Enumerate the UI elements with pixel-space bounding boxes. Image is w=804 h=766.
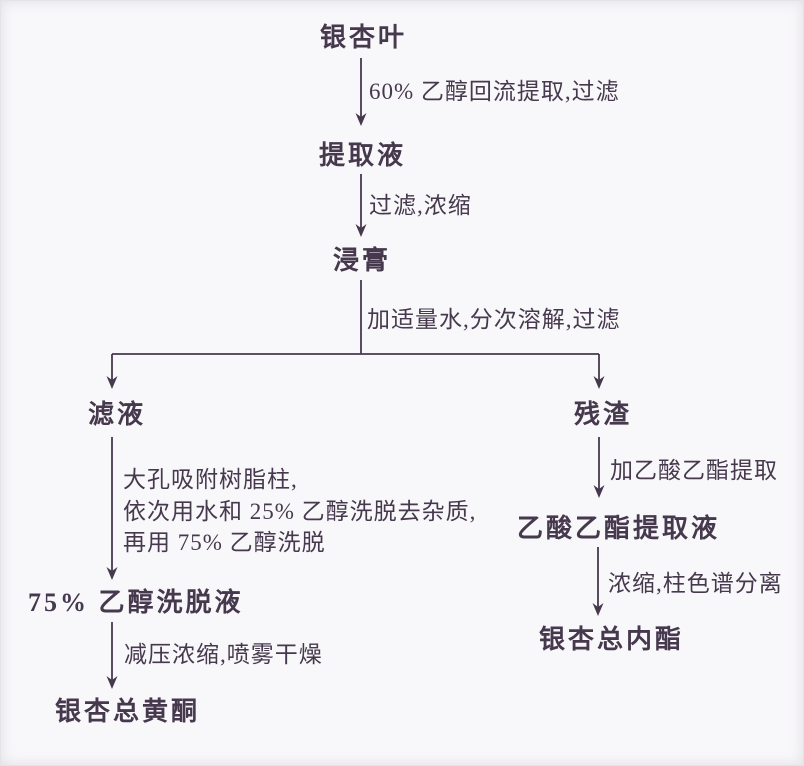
edge-label-spray-dry: 减压浓缩,喷雾干燥 (124, 642, 323, 667)
edge-label-ethyl-acetate: 加乙酸乙酯提取 (610, 458, 778, 483)
edge-label-resin-column-line1: 大孔吸附树脂柱, (123, 467, 298, 492)
edge-label-reflux-extraction: 60% 乙醇回流提取,过滤 (369, 79, 620, 104)
edge-label-filter-concentrate: 过滤,浓缩 (369, 193, 472, 218)
edge-label-resin-column-line2: 依次用水和 25% 乙醇洗脱去杂质, (123, 499, 476, 524)
flow-node-ethyl-acetate-extract: 乙酸乙酯提取液 (517, 514, 720, 543)
flow-node-concentrated-paste: 浸膏 (333, 245, 391, 275)
flow-node-ethanol-eluate: 75% 乙醇洗脱液 (28, 587, 244, 617)
flow-node-extract-liquid: 提取液 (319, 141, 406, 170)
edge-label-resin-column-line3: 再用 75% 乙醇洗脱 (123, 530, 326, 555)
flow-node-residue: 残渣 (574, 400, 632, 429)
edge-label-chromatography: 浓缩,柱色谱分离 (608, 571, 783, 596)
flow-node-source: 银杏叶 (320, 23, 407, 52)
edge-label-add-water: 加适量水,分次溶解,过滤 (367, 307, 621, 332)
flow-node-total-lactones: 银杏总内酯 (539, 625, 684, 654)
flow-node-filtrate: 滤液 (88, 400, 146, 429)
flow-node-total-flavonoids: 银杏总黄酮 (55, 697, 200, 726)
